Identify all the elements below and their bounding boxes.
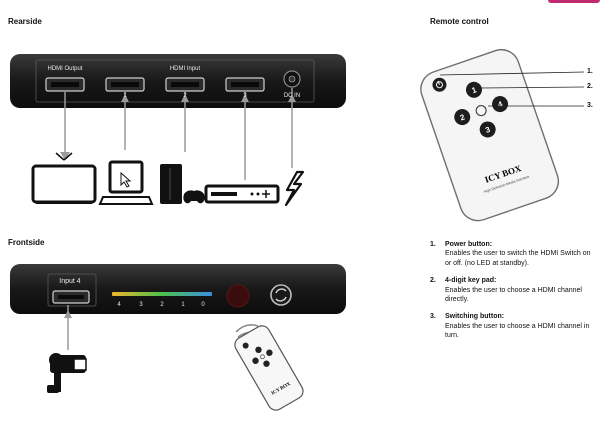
small-remote-illustration: ICY BOX [234,324,304,411]
legend-text: Enables the user to choose a HDMI channe… [445,322,590,340]
media-player-icon [204,184,280,204]
input-4-label: Input 4 [59,278,81,285]
dc-in-label: DC IN [283,93,301,99]
legend-title: Switching button: [445,313,505,321]
legend-item-power: 1. Power button: Enables the user to swi… [430,240,595,268]
hdmi-input-label: HDMI Input [169,66,201,72]
svg-text:4: 4 [497,99,505,109]
led-number-0: 0 [201,302,205,308]
hdmi-input-port-4 [52,290,90,304]
port-number-3: 3 [243,93,247,99]
callout-3: 3. [587,102,593,109]
svg-text:2: 2 [459,112,467,122]
hdmi-input-port-1 [105,77,145,92]
front-switch-button [270,284,292,306]
remote-keypad: 1 2 3 4 [454,81,509,138]
remote-callout-lines [439,71,585,107]
front-port-panel [47,273,97,307]
front-arrowhead [64,310,72,318]
remote-legend: 1. Power button: Enables the user to swi… [430,240,595,349]
legend-item-switching: 3. Switching button: Enables the user to… [430,312,595,340]
dc-in-port [283,70,301,88]
game-console-icon [160,164,205,204]
legend-item-keypad: 2. 4-digit key pad: Enables the user to … [430,276,595,304]
remote-switch-button [475,104,487,117]
remote-power-button [432,77,447,92]
remote-control-illustration: 1 2 3 4 ICY BOX High Definition Media In… [420,48,560,222]
rear-port-panel [35,59,315,103]
camcorder-icon [47,353,87,393]
hdmi-input-port-2 [165,77,205,92]
front-device-body [10,264,346,314]
top-accent-bar [548,0,600,3]
frontside-heading: Frontside [8,238,45,247]
tv-icon [31,152,97,204]
callout-1: 1. [587,68,593,75]
remote-control-heading: Remote control [430,17,489,26]
led-number-3: 3 [139,302,143,308]
svg-text:3: 3 [484,125,492,135]
ir-receiver-window [226,284,250,308]
legend-number: 2. [430,277,436,285]
power-lightning-icon [284,170,305,207]
channel-led-bar [112,292,212,296]
rearside-heading: Rearside [8,17,42,26]
legend-number: 3. [430,313,436,321]
rear-arrowheads [60,94,296,160]
legend-title: 4-digit key pad: [445,277,497,285]
legend-text: Enables the user to choose a HDMI channe… [445,286,582,304]
hdmi-input-port-3 [225,77,265,92]
callout-2: 2. [587,83,593,90]
led-number-4: 4 [117,302,121,308]
laptop-icon [98,160,154,205]
led-number-1: 1 [181,302,185,308]
port-number-2: 2 [183,93,187,99]
port-number-1: 1 [123,93,127,99]
hdmi-output-port [45,77,85,92]
legend-number: 1. [430,241,436,248]
led-number-2: 2 [160,302,164,308]
legend-title: Power button: [445,241,493,248]
hdmi-output-label: HDMI Output [47,66,83,72]
legend-text: Enables the user to switch the HDMI Swit… [445,250,591,267]
svg-text:1: 1 [471,85,479,95]
